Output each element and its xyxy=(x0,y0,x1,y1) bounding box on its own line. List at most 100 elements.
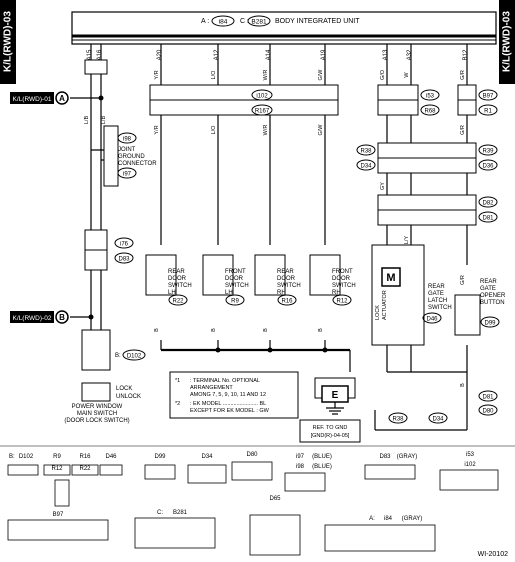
cv-d80: D80 xyxy=(246,452,258,458)
main-switch-name-2: MAIN SWITCH xyxy=(77,411,117,417)
switch-2-label-4: LH xyxy=(225,290,233,296)
conn-i76-oval xyxy=(114,237,134,249)
jgc-conn-bottom-oval xyxy=(117,167,137,179)
offpage-a-marker xyxy=(55,91,69,105)
conn-r38: R38 xyxy=(360,149,372,155)
latch-motor: M xyxy=(386,272,395,284)
switch-3-label-1: REAR xyxy=(277,269,294,275)
cv-i98-color: (BLUE) xyxy=(312,464,332,470)
conn-d83-oval xyxy=(114,252,134,264)
cv-d83-color: (GRAY) xyxy=(397,454,418,460)
main-switch-conn-oval xyxy=(122,349,146,361)
conn-i102-oval xyxy=(251,89,273,101)
opener-label-2: GATE xyxy=(480,286,496,292)
door-switch-box xyxy=(202,254,234,296)
cv-i53: i53 xyxy=(466,452,475,458)
conn-d80: D80 xyxy=(482,409,494,415)
conn-b97-oval xyxy=(478,89,498,101)
latch-label-4: SWITCH xyxy=(428,305,452,311)
cv-i102: i102 xyxy=(464,462,476,468)
wire-lo: L/O xyxy=(211,70,217,80)
conn-r167: R167 xyxy=(255,109,270,115)
opener-conn: D99 xyxy=(484,321,496,327)
switch-4-label-3: SWITCH xyxy=(332,283,356,289)
wire-yr-2: Y/R xyxy=(154,125,160,134)
wire-b-4: B xyxy=(318,328,324,332)
cv-r16: R16 xyxy=(79,454,91,460)
conn-d34: D34 xyxy=(360,164,372,170)
ground-symbol: E xyxy=(332,390,339,401)
ground-ref-2: [GND(R)-04-05] xyxy=(311,433,350,439)
cv-d99: D99 xyxy=(154,454,166,460)
main-switch-name-3: (DOOR LOCK SWITCH) xyxy=(64,418,129,424)
wire-lb-1: L/B xyxy=(84,116,90,125)
pin-a32: A32 xyxy=(407,49,413,60)
conn-r38-lower: R38 xyxy=(392,417,404,423)
latch-motor-box xyxy=(381,267,401,287)
wire-gr: G/R xyxy=(460,70,466,80)
wire-b-3: B xyxy=(263,328,269,332)
conn-r68: R68 xyxy=(424,109,436,115)
conn-i102: i102 xyxy=(256,94,268,100)
biu-conn-prefix: A : xyxy=(201,18,209,25)
switch-1-label-4: LH xyxy=(168,290,176,296)
pin-a12: A12 xyxy=(214,49,220,60)
cv-i97-color: (BLUE) xyxy=(312,454,332,460)
pin-b12: B12 xyxy=(463,49,469,60)
wire-gr-2: G/R xyxy=(460,125,466,135)
latch-label-3: LATCH xyxy=(428,298,447,304)
pin-a20: A20 xyxy=(157,49,163,60)
conn-d36-oval xyxy=(478,159,498,171)
pin-a16: A16 xyxy=(97,49,103,60)
conn-d82-oval xyxy=(478,196,498,208)
cv-r9: R9 xyxy=(53,454,61,460)
wire-gr-3: G/R xyxy=(460,275,466,285)
cv-r22: R22 xyxy=(79,466,91,472)
main-switch-box xyxy=(81,382,111,402)
switch-2-label-3: SWITCH xyxy=(225,283,249,289)
biu-conn-c: B281 xyxy=(251,19,267,26)
main-switch-unlock: UNLOCK xyxy=(116,394,141,400)
pin-a13: A13 xyxy=(383,49,389,60)
main-switch-conn-prefix: B: xyxy=(115,353,121,359)
wire-lo-2: L/O xyxy=(211,125,217,135)
opener-label-4: BUTTON xyxy=(480,300,505,306)
biu-conn-a: i84 xyxy=(219,19,228,26)
conn-d80-oval xyxy=(478,404,498,416)
offpage-b-marker xyxy=(55,310,69,324)
offpage-b-tag[interactable] xyxy=(10,311,54,323)
conn-r38-lower-oval xyxy=(388,412,408,424)
wire-b-1: B xyxy=(154,328,160,332)
body-unit-box xyxy=(71,11,497,45)
switch-2-label-1: FRONT xyxy=(225,269,246,275)
biu-conn-a-oval xyxy=(211,15,235,27)
offpage-b-ref: K/L(RWD)-02 xyxy=(13,315,52,322)
wire-gw-2: G/W xyxy=(318,124,324,136)
latch-switch-box xyxy=(371,244,425,346)
switch-2-conn-oval xyxy=(225,294,245,306)
switch-4-label-1: FRONT xyxy=(332,269,353,275)
cv-i84: i84 xyxy=(384,516,393,522)
offpage-a-ref: K/L(RWD)-01 xyxy=(13,96,52,103)
offpage-a-letter: A xyxy=(59,94,65,103)
jgc-label-2: GROUND xyxy=(118,154,145,160)
switch-3-conn-oval xyxy=(277,294,297,306)
wire-wr-2: W/R xyxy=(263,125,269,136)
conn-r68-oval xyxy=(420,104,440,116)
cv-d34: D34 xyxy=(201,454,213,460)
latch-label-1: REAR xyxy=(428,284,445,290)
latch-actuator-1: LOCK xyxy=(375,305,381,320)
switch-4-conn: R12 xyxy=(336,299,348,305)
conn-i76: i76 xyxy=(120,242,129,248)
pin-a15: A15 xyxy=(87,49,93,60)
main-switch-lock: LOCK xyxy=(116,386,132,392)
note-2-mark: *2 xyxy=(175,401,180,407)
main-switch-conn: D102 xyxy=(127,354,142,360)
switch-1-label-2: DOOR xyxy=(168,276,187,282)
offpage-a-tag[interactable] xyxy=(10,92,54,104)
conn-i53: i53 xyxy=(426,94,435,100)
pin-a19: A19 xyxy=(321,49,327,60)
wire-gy: GY xyxy=(380,182,386,190)
conn-d81-lower-oval xyxy=(478,390,498,402)
conn-r1: R1 xyxy=(484,109,492,115)
